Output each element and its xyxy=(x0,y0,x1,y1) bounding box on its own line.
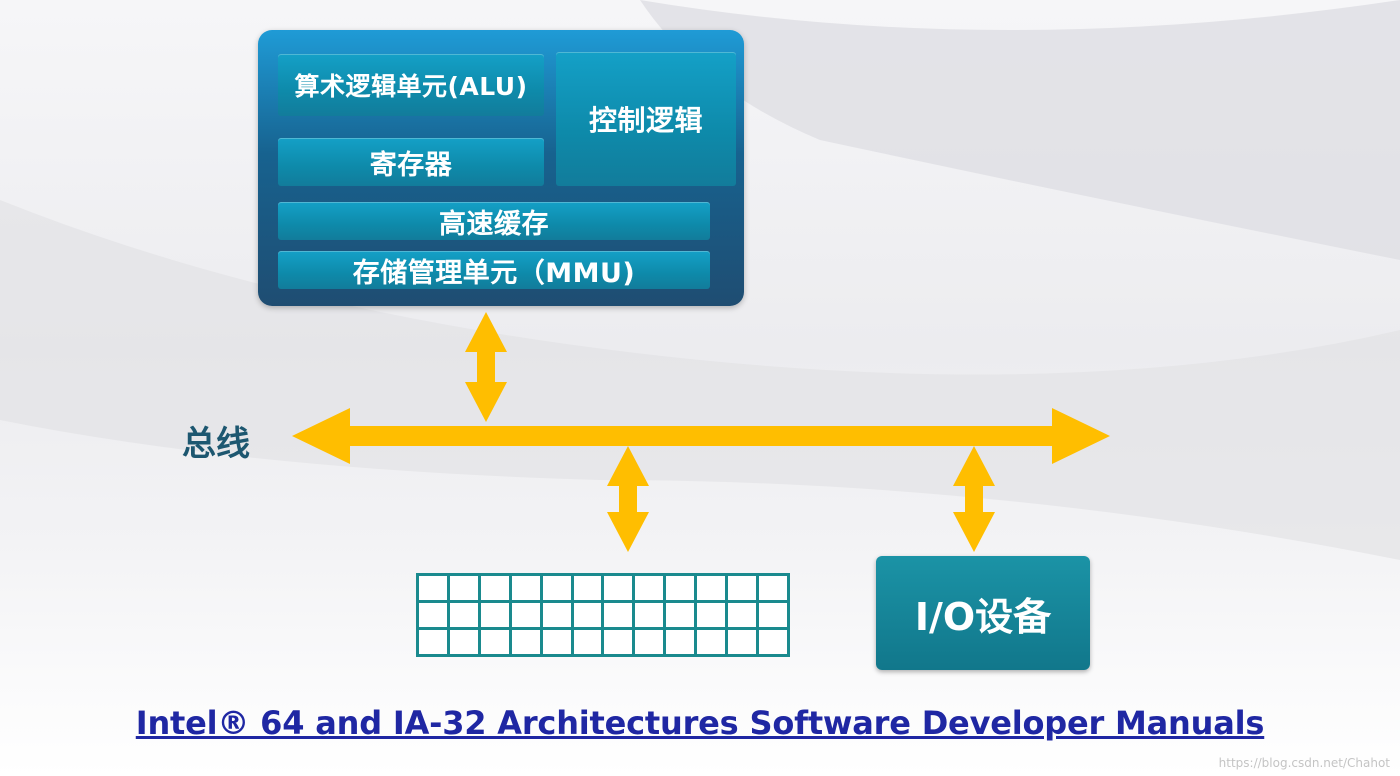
memory-cell xyxy=(632,573,667,603)
cpu-block: 算术逻辑单元(ALU) 控制逻辑 寄存器 高速缓存 存储管理单元（MMU) xyxy=(258,30,744,306)
memory-cell xyxy=(632,627,667,657)
memory-cell xyxy=(508,573,543,603)
memory-cell xyxy=(725,600,759,630)
memory-cell xyxy=(477,573,512,603)
memory-cell xyxy=(601,573,636,603)
bus-arrow xyxy=(292,408,1110,464)
memory-cell xyxy=(632,600,667,630)
memory-cell xyxy=(694,600,729,630)
memory-cell xyxy=(539,627,574,657)
control-logic-unit: 控制逻辑 xyxy=(556,52,736,186)
memory-cell xyxy=(416,600,450,630)
cache-unit: 高速缓存 xyxy=(278,202,710,240)
memory-cell xyxy=(446,627,481,657)
memory-cell xyxy=(477,600,512,630)
memory-cell xyxy=(477,627,512,657)
memory-cell xyxy=(755,627,791,657)
memory-cell xyxy=(446,600,481,630)
memory-cell xyxy=(755,600,791,630)
bus-arrow-shape xyxy=(292,408,1110,464)
alu-unit: 算术逻辑单元(ALU) xyxy=(278,54,544,116)
memory-cell xyxy=(755,573,791,603)
memory-cell xyxy=(570,600,605,630)
memory-cell xyxy=(601,600,636,630)
memory-cell xyxy=(508,627,543,657)
memory-cell xyxy=(508,600,543,630)
memory-cell xyxy=(694,627,729,657)
watermark: https://blog.csdn.net/Chahot xyxy=(1218,756,1390,770)
memory-cell xyxy=(570,627,605,657)
bus-label: 总线 xyxy=(182,424,250,464)
memory-cell xyxy=(539,573,574,603)
memory-cell xyxy=(446,573,481,603)
registers-unit: 寄存器 xyxy=(278,138,544,186)
memory-cell xyxy=(601,627,636,657)
memory-cell xyxy=(539,600,574,630)
memory-cell xyxy=(416,573,450,603)
memory-cell xyxy=(663,573,698,603)
memory-cell xyxy=(663,600,698,630)
memory-cell xyxy=(570,573,605,603)
mmu-unit: 存储管理单元（MMU) xyxy=(278,251,710,289)
cpu-bus-arrow xyxy=(465,312,507,422)
memory-grid xyxy=(416,573,791,657)
memory-cell xyxy=(694,573,729,603)
io-bus-arrow xyxy=(953,446,995,552)
memory-bus-arrow xyxy=(607,446,649,552)
memory-cell xyxy=(725,573,759,603)
memory-cell xyxy=(663,627,698,657)
memory-cell xyxy=(416,627,450,657)
io-device-box: I/O设备 xyxy=(876,556,1090,670)
intel-manual-link[interactable]: Intel® 64 and IA-32 Architectures Softwa… xyxy=(135,704,1265,742)
memory-cell xyxy=(725,627,759,657)
